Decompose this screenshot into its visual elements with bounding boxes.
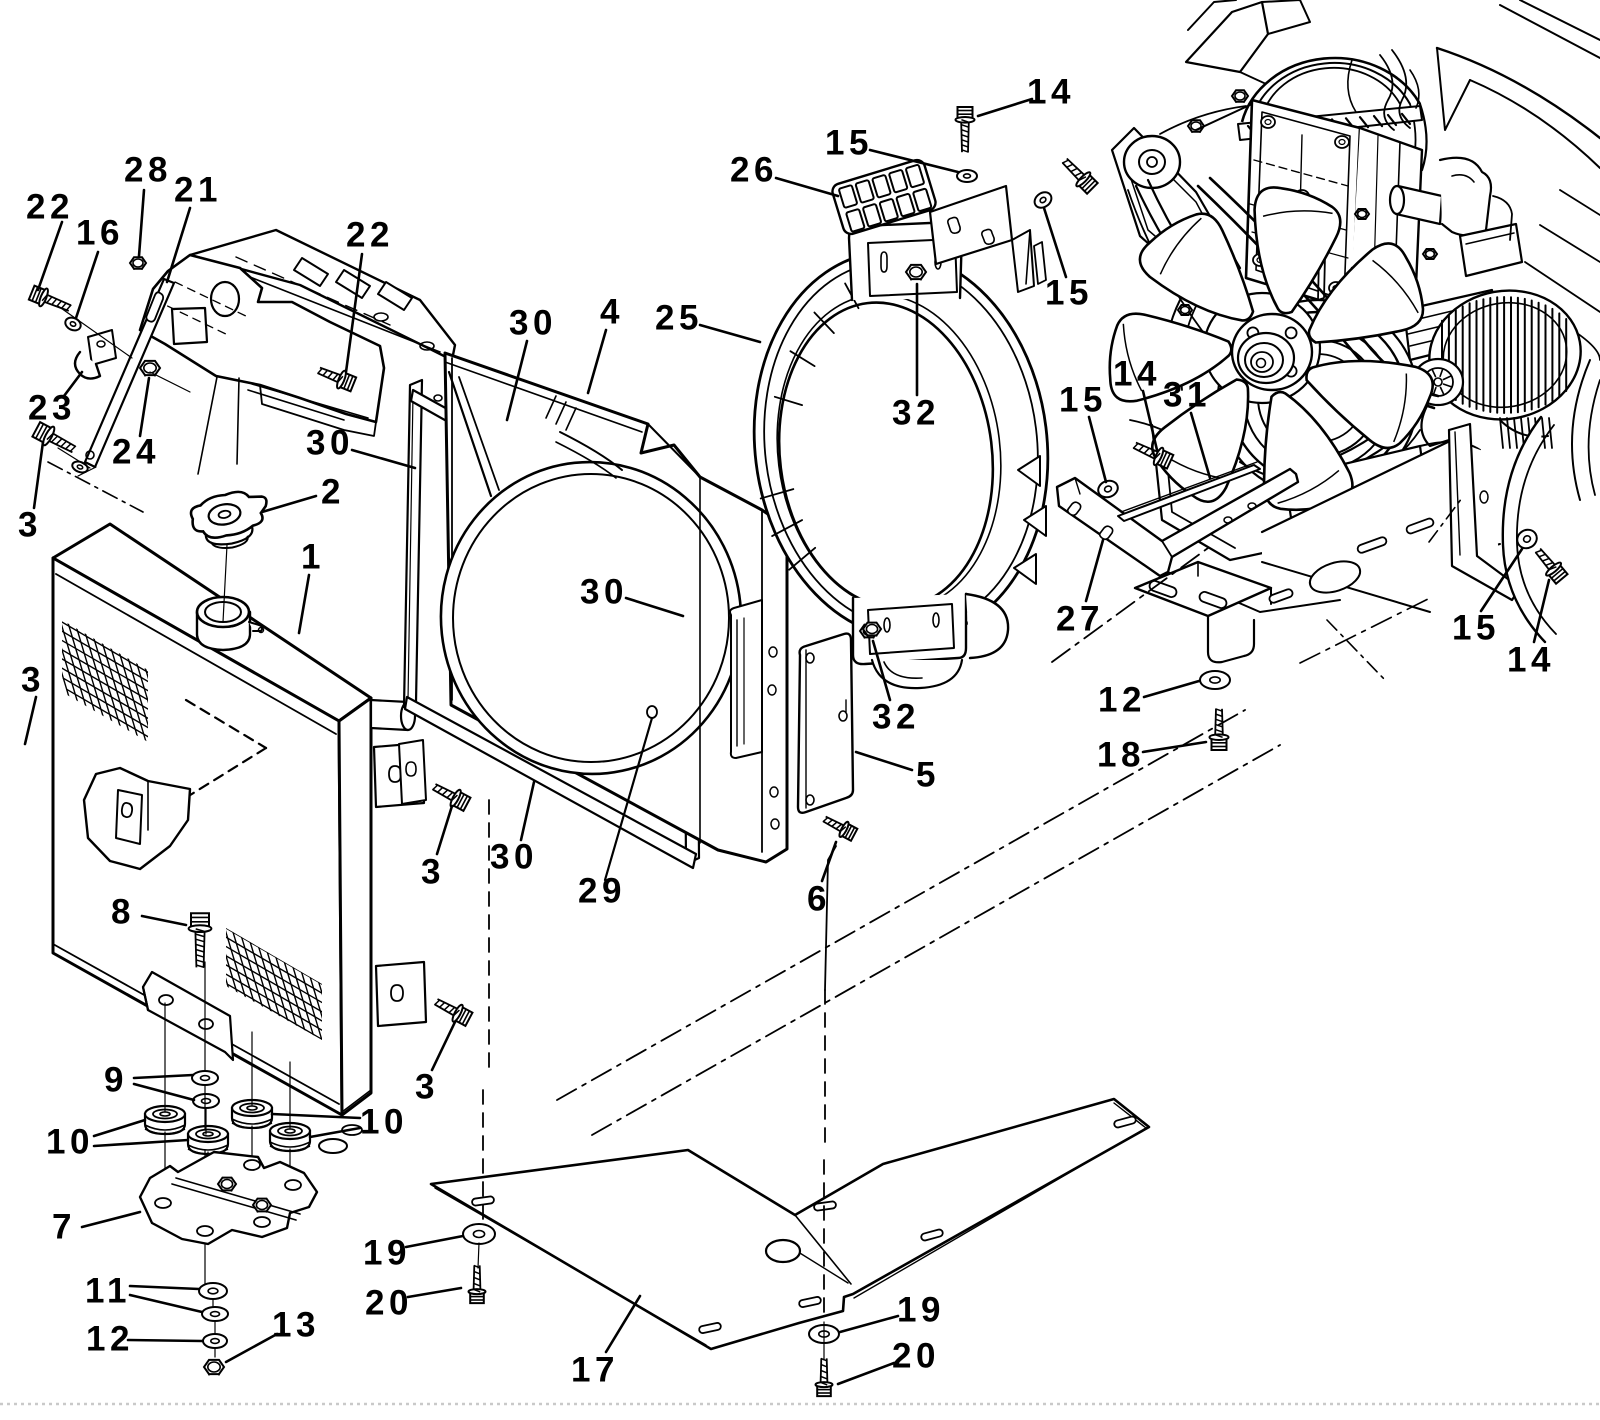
svg-text:30: 30 <box>490 838 538 877</box>
svg-text:8: 8 <box>111 893 135 932</box>
svg-text:15: 15 <box>825 124 873 163</box>
svg-text:22: 22 <box>346 216 394 255</box>
svg-text:22: 22 <box>26 188 74 227</box>
svg-text:3: 3 <box>415 1068 439 1107</box>
svg-text:27: 27 <box>1056 600 1104 639</box>
svg-text:30: 30 <box>509 304 557 343</box>
svg-text:32: 32 <box>872 698 920 737</box>
svg-text:3: 3 <box>421 853 445 892</box>
svg-text:16: 16 <box>76 214 124 253</box>
svg-text:3: 3 <box>18 506 42 545</box>
svg-text:25: 25 <box>655 299 703 338</box>
svg-text:18: 18 <box>1097 736 1145 775</box>
svg-text:24: 24 <box>112 433 160 472</box>
svg-text:19: 19 <box>363 1234 411 1273</box>
svg-text:2: 2 <box>321 473 345 512</box>
svg-text:20: 20 <box>365 1284 413 1323</box>
svg-text:6: 6 <box>807 880 831 919</box>
svg-text:26: 26 <box>730 151 778 190</box>
svg-text:12: 12 <box>86 1320 134 1359</box>
svg-text:15: 15 <box>1045 274 1093 313</box>
svg-text:31: 31 <box>1163 376 1211 415</box>
svg-text:20: 20 <box>892 1337 940 1376</box>
svg-text:3: 3 <box>21 661 45 700</box>
svg-text:10: 10 <box>46 1123 94 1162</box>
svg-text:13: 13 <box>272 1306 320 1345</box>
svg-text:28: 28 <box>124 151 172 190</box>
svg-text:15: 15 <box>1059 381 1107 420</box>
svg-text:14: 14 <box>1507 641 1555 680</box>
svg-text:30: 30 <box>580 573 628 612</box>
svg-text:4: 4 <box>600 293 624 332</box>
svg-text:14: 14 <box>1113 355 1161 394</box>
svg-text:11: 11 <box>85 1272 131 1311</box>
svg-text:29: 29 <box>578 872 626 911</box>
svg-text:10: 10 <box>360 1103 408 1142</box>
svg-text:19: 19 <box>897 1291 945 1330</box>
svg-text:12: 12 <box>1098 681 1146 720</box>
svg-text:5: 5 <box>916 756 940 795</box>
svg-text:17: 17 <box>571 1351 619 1390</box>
svg-text:14: 14 <box>1027 73 1075 112</box>
svg-text:30: 30 <box>306 424 354 463</box>
svg-text:32: 32 <box>892 394 940 433</box>
svg-text:23: 23 <box>28 389 76 428</box>
svg-text:1: 1 <box>301 538 325 577</box>
svg-text:9: 9 <box>104 1061 128 1100</box>
svg-text:7: 7 <box>52 1208 76 1247</box>
svg-text:15: 15 <box>1452 609 1500 648</box>
svg-text:21: 21 <box>174 171 222 210</box>
